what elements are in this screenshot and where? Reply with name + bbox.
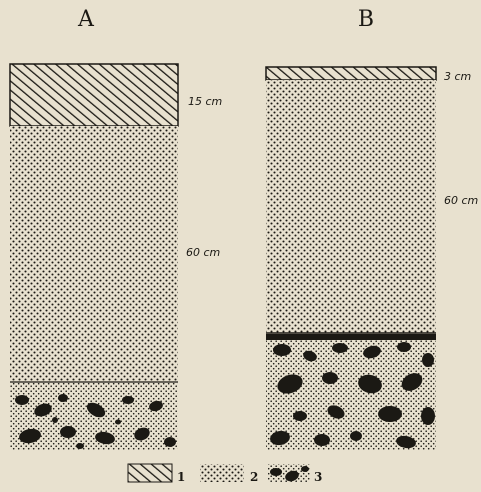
column-label-a: A — [77, 7, 95, 32]
thickness-label-a-1: 15 cm — [188, 95, 222, 108]
layer-a-1-hatched — [10, 64, 178, 126]
legend-number-1: 1 — [177, 470, 185, 484]
layer-b-1-hatched — [266, 67, 436, 80]
layer-b-2-dotted — [266, 80, 436, 333]
legend-number-2: 2 — [250, 470, 258, 484]
legend-swatch-gravel — [268, 464, 310, 483]
layer-a-2-dotted — [10, 126, 178, 382]
column-label-b: B — [358, 7, 374, 32]
legend: 1 2 3 — [128, 464, 322, 484]
legend-swatch-dotted — [200, 464, 244, 482]
thickness-label-b-2: 60 cm — [444, 194, 478, 207]
thickness-label-b-1: 3 cm — [444, 70, 471, 83]
legend-swatch-hatched — [128, 464, 172, 482]
profile-column-b: B 3 cm 60 cm — [266, 7, 478, 450]
thickness-label-a-2: 60 cm — [186, 246, 220, 259]
profile-column-a: A 15 cm 60 cm — [10, 7, 222, 450]
legend-number-3: 3 — [314, 470, 322, 484]
